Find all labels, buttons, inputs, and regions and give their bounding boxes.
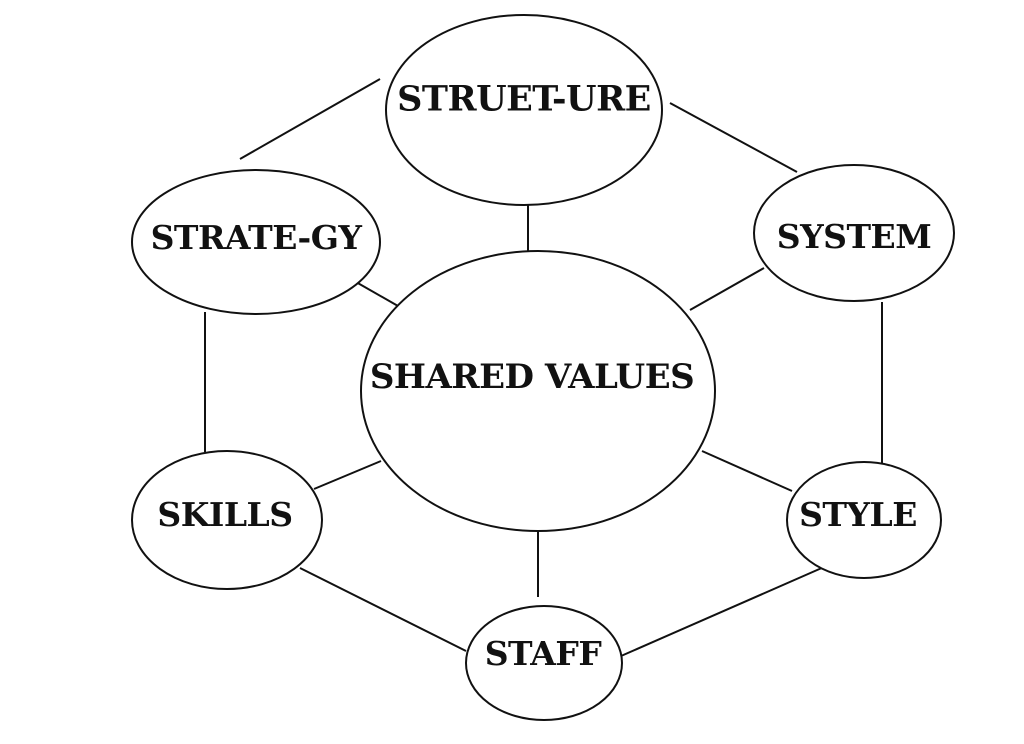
node-staff: STAFF (465, 605, 623, 721)
node-structure: STRUET-URE (385, 14, 663, 206)
connector-style-staff (620, 566, 825, 657)
node-staff-label: STAFF (485, 634, 602, 673)
node-skills-label: SKILLS (157, 495, 292, 534)
connector-structure-strategy (239, 78, 381, 160)
connector-skills-staff (299, 567, 467, 652)
node-strategy: STRATE-GY (131, 169, 381, 315)
node-shared-values: SHARED VALUES (360, 250, 716, 532)
connector-system-center (689, 267, 765, 311)
node-system: SYSTEM (753, 164, 955, 302)
connector-style-center (701, 450, 793, 492)
node-system-label: SYSTEM (777, 217, 931, 256)
connector-strategy-center (355, 281, 399, 307)
node-style: STYLE (786, 461, 942, 579)
connector-structure-system (669, 102, 798, 173)
node-skills: SKILLS (131, 450, 323, 590)
node-shared-values-label: SHARED VALUES (370, 357, 694, 397)
connector-skills-center (313, 460, 382, 490)
node-strategy-label: STRATE-GY (151, 218, 363, 257)
node-structure-label: STRUET-URE (397, 79, 651, 120)
node-style-label: STYLE (799, 495, 917, 534)
